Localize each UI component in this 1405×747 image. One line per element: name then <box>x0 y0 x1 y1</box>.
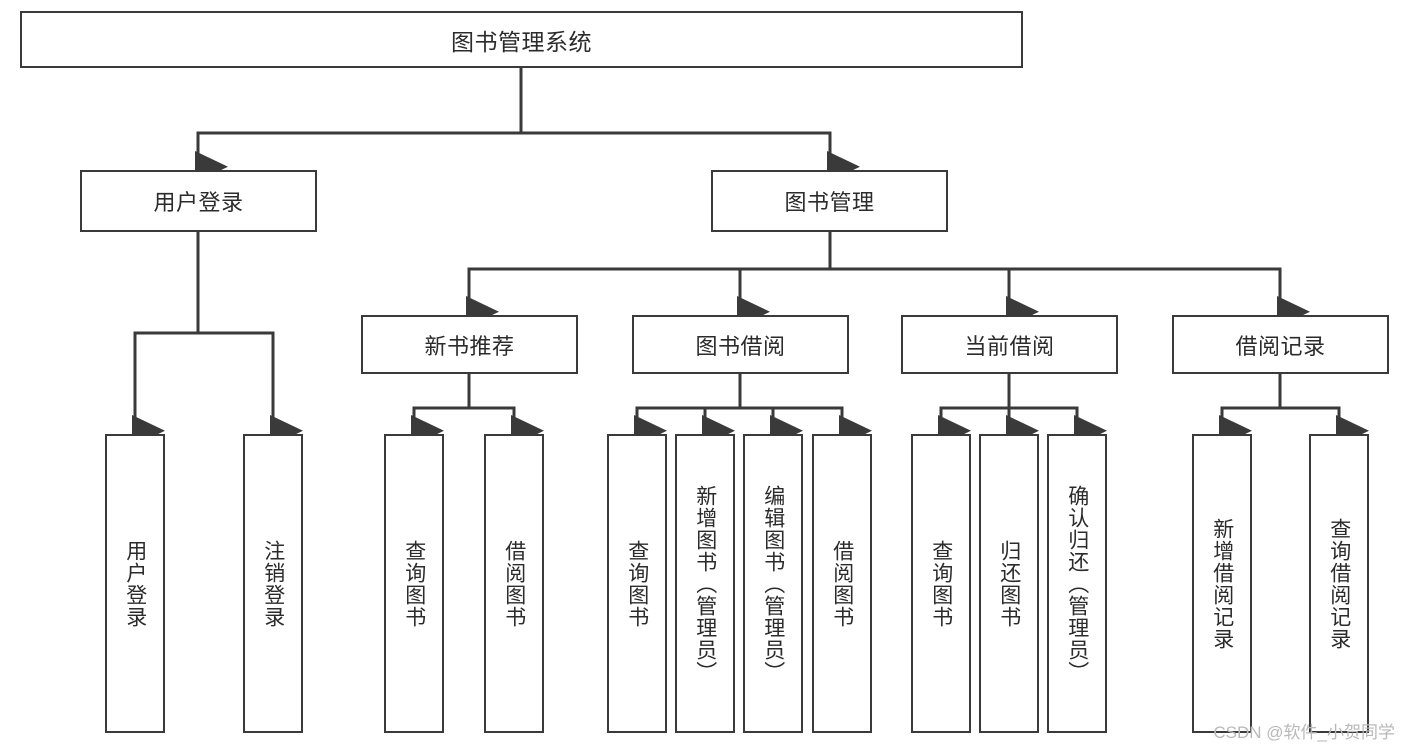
leaf-borrow-query-book[interactable]: 查询图书 <box>607 434 667 733</box>
node-label: 图书管理系统 <box>451 28 592 55</box>
node-label: 归还图书 <box>997 539 1021 628</box>
node-label: 查询图书 <box>929 539 953 628</box>
leaf-borrow-add-book-admin[interactable]: 新增图书（管理员） <box>675 434 735 733</box>
node-label: 查询图书 <box>625 539 649 628</box>
node-label: 借阅图书 <box>830 539 854 628</box>
node-user-login[interactable]: 用户登录 <box>80 170 317 232</box>
leaf-borrow-borrow-book[interactable]: 借阅图书 <box>812 434 872 733</box>
node-label: 编辑图书（管理员） <box>761 484 785 683</box>
leaf-newbook-borrow-book[interactable]: 借阅图书 <box>484 434 544 733</box>
node-borrow-records[interactable]: 借阅记录 <box>1172 315 1389 374</box>
node-book-management[interactable]: 图书管理 <box>711 170 948 232</box>
node-label: 用户登录 <box>123 539 147 628</box>
node-label: 用户登录 <box>153 190 244 215</box>
node-label: 新增借阅记录 <box>1210 517 1234 650</box>
node-label: 借阅图书 <box>502 539 526 628</box>
leaf-user-login[interactable]: 用户登录 <box>105 434 165 733</box>
node-book-borrowing[interactable]: 图书借阅 <box>632 315 849 374</box>
node-label: 图书管理 <box>784 190 875 215</box>
leaf-logout[interactable]: 注销登录 <box>243 434 303 733</box>
node-root-book-management-system[interactable]: 图书管理系统 <box>20 11 1023 68</box>
node-label: 新书推荐 <box>424 333 515 359</box>
node-current-borrowing[interactable]: 当前借阅 <box>901 315 1118 374</box>
node-label: 借阅记录 <box>1235 333 1326 359</box>
node-label: 查询图书 <box>402 539 426 628</box>
leaf-newbook-query-book[interactable]: 查询图书 <box>384 434 444 733</box>
leaf-borrow-edit-book-admin[interactable]: 编辑图书（管理员） <box>743 434 803 733</box>
node-label: 注销登录 <box>261 539 285 628</box>
node-label: 查询借阅记录 <box>1327 517 1351 650</box>
node-label: 当前借阅 <box>964 333 1055 359</box>
leaf-current-return-book[interactable]: 归还图书 <box>979 434 1039 733</box>
node-label: 确认归还（管理员） <box>1065 484 1089 683</box>
node-label: 图书借阅 <box>695 333 786 359</box>
node-label: 新增图书（管理员） <box>693 484 717 683</box>
csdn-watermark: CSDN @软件_小贺同学 <box>1213 723 1395 742</box>
leaf-records-add-record[interactable]: 新增借阅记录 <box>1192 434 1252 733</box>
leaf-records-query-record[interactable]: 查询借阅记录 <box>1309 434 1369 733</box>
leaf-current-query-book[interactable]: 查询图书 <box>911 434 971 733</box>
leaf-current-confirm-return-admin[interactable]: 确认归还（管理员） <box>1047 434 1107 733</box>
node-new-book-recommendation[interactable]: 新书推荐 <box>361 315 578 374</box>
